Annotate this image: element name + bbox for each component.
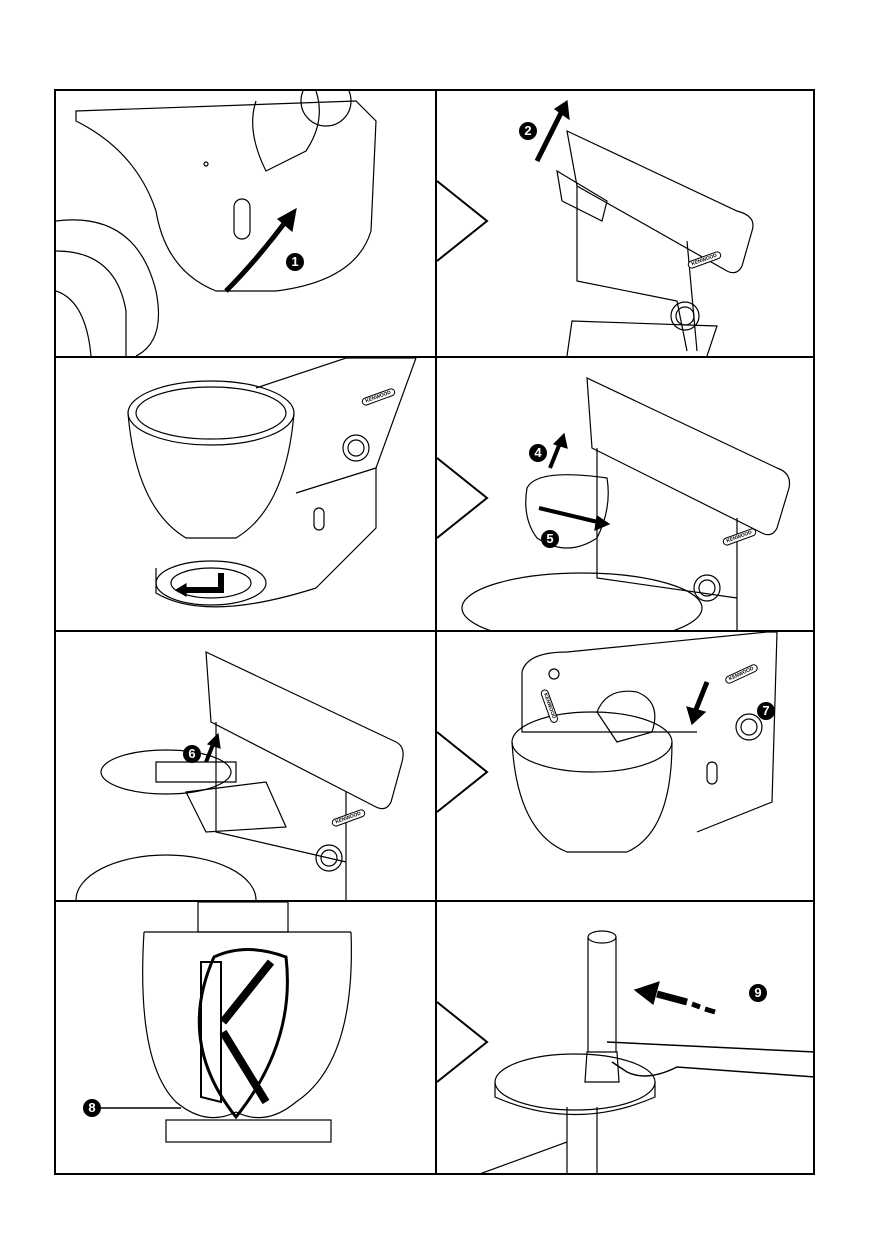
step-badge-6: 6: [183, 745, 201, 763]
panel-step-1: 1: [56, 91, 435, 356]
panel-step-6: KENWOOD 6: [56, 632, 435, 900]
panel-step-9: 9: [437, 902, 815, 1175]
panel-step-3: KENWOOD 3: [56, 358, 435, 630]
divider-row-1: [56, 356, 815, 358]
divider-vertical: [435, 91, 437, 1175]
step-badge-7: 7: [757, 702, 775, 720]
divider-row-3: [56, 900, 815, 902]
panel-step-7: KENWOOD KENWOOD 7: [437, 632, 815, 900]
panel-step-2: KENWOOD 2: [437, 91, 815, 356]
step-badge-5: 5: [541, 530, 559, 548]
illustration-frame: 1 KENWOOD 2 KENWOOD 3: [54, 89, 815, 1175]
step-badge-9: 9: [749, 984, 767, 1002]
panel-step-8: 8: [56, 902, 435, 1175]
step-badge-1: 1: [286, 253, 304, 271]
step-badge-2: 2: [519, 122, 537, 140]
step-badge-4: 4: [529, 444, 547, 462]
panel-step-4-5: KENWOOD 4 5: [437, 358, 815, 630]
step-badge-8: 8: [83, 1099, 101, 1117]
divider-row-2: [56, 630, 815, 632]
